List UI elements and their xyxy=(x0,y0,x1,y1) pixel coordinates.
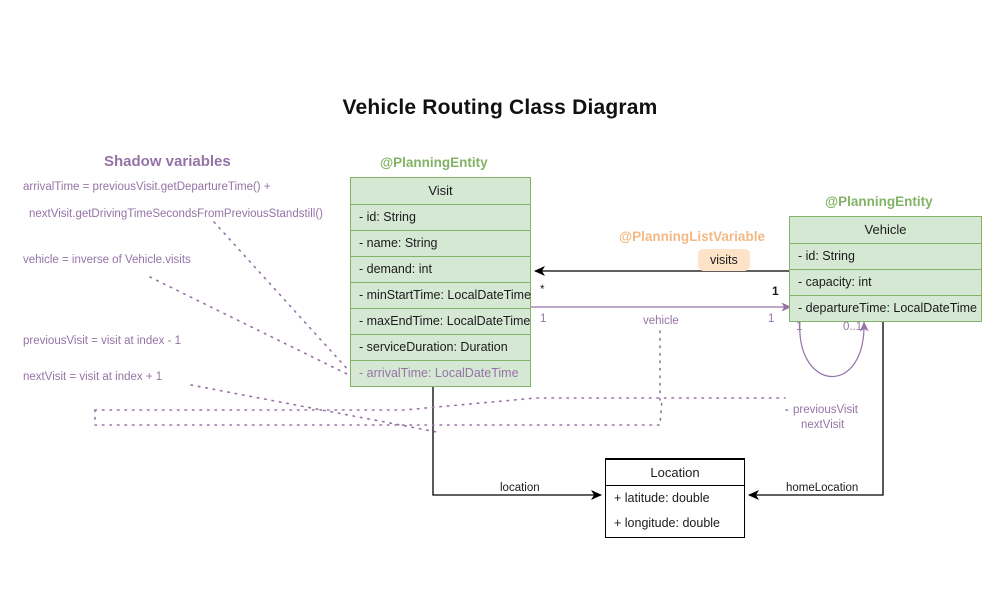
multiplicity-selfloop-source: 1 xyxy=(796,321,803,333)
attribute-visit-serviceduration: - serviceDuration: Duration xyxy=(351,334,530,360)
shadow-note-arrivaltime-line1: arrivalTime = previousVisit.getDeparture… xyxy=(23,181,271,193)
stereotype-planning-list-variable: @PlanningListVariable xyxy=(619,229,765,244)
class-title-vehicle: Vehicle xyxy=(864,222,907,237)
multiplicity-vehicle-target: 1 xyxy=(768,313,775,325)
attribute-visit-name: - name: String xyxy=(351,230,530,256)
attribute-vehicle-id: - id: String xyxy=(790,243,981,269)
attribute-visit-id: - id: String xyxy=(351,204,530,230)
attribute-visit-minstarttime: - minStartTime: LocalDateTime xyxy=(351,282,531,308)
edge-label-homelocation: homeLocation xyxy=(786,482,859,494)
shadow-note-vehicle: vehicle = inverse of Vehicle.visits xyxy=(23,254,191,266)
multiplicity-visits-target: * xyxy=(540,284,545,296)
edge-label-location: location xyxy=(500,482,540,494)
leader-nextvisit xyxy=(94,399,663,426)
class-box-location[interactable]: Location + latitude: double + longitude:… xyxy=(605,458,745,538)
edge-label-nextvisit: nextVisit xyxy=(801,419,845,431)
attribute-location-latitude: + latitude: double xyxy=(606,485,744,511)
attribute-visit-demand: - demand: int xyxy=(351,256,530,282)
edge-location xyxy=(432,383,602,500)
class-box-visit[interactable]: Visit - id: String - name: String - dema… xyxy=(350,177,531,387)
shadow-note-nextvisit: nextVisit = visit at index + 1 xyxy=(23,371,163,383)
shadow-note-previousvisit: previousVisit = visit at index - 1 xyxy=(23,335,181,347)
edge-label-vehicle: vehicle xyxy=(643,315,679,327)
multiplicity-visits-source: 1 xyxy=(772,284,779,298)
class-title-visit: Visit xyxy=(428,183,453,198)
leader-arrivaltime xyxy=(213,221,351,373)
stereotype-vehicle: @PlanningEntity xyxy=(825,194,933,209)
attribute-vehicle-departuretime: - departureTime: LocalDateTime xyxy=(790,295,981,321)
stereotype-visit: @PlanningEntity xyxy=(380,155,488,170)
class-box-vehicle[interactable]: Vehicle - id: String - capacity: int - d… xyxy=(789,216,982,322)
multiplicity-selfloop-target: 0..1 xyxy=(843,321,863,333)
attribute-visit-maxendtime: - maxEndTime: LocalDateTime xyxy=(351,308,530,334)
attribute-location-longitude: + longitude: double xyxy=(614,516,720,530)
attribute-vehicle-capacity: - capacity: int xyxy=(790,269,981,295)
leader-nextvisit-diag xyxy=(190,384,438,433)
shadow-variables-heading: Shadow variables xyxy=(104,153,231,170)
attribute-visit-arrivaltime: - arrivalTime: LocalDateTime xyxy=(351,360,530,386)
multiplicity-vehicle-source: 1 xyxy=(540,313,547,325)
edge-label-previousvisit: previousVisit xyxy=(793,404,858,416)
leader-previousvisit xyxy=(94,397,786,411)
page-title: Vehicle Routing Class Diagram xyxy=(342,96,658,119)
edge-label-visits: visits xyxy=(698,249,750,271)
shadow-note-arrivaltime-line2: nextVisit.getDrivingTimeSecondsFromPrevi… xyxy=(29,208,323,220)
leader-vehicle xyxy=(149,276,348,375)
class-title-location: Location xyxy=(606,459,744,485)
